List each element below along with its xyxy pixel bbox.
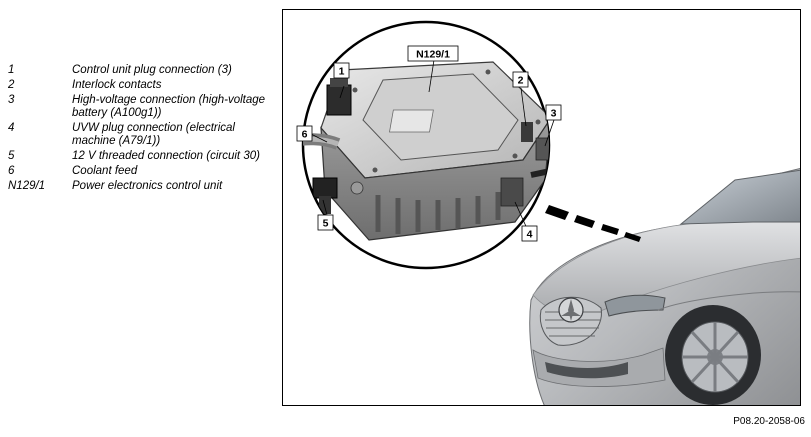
legend-row-5: 5 12 V threaded connection (circuit 30) bbox=[8, 150, 278, 163]
callout-6: 6 bbox=[296, 125, 313, 142]
svg-text:4: 4 bbox=[527, 229, 533, 241]
legend-row-7: N129/1 Power electronics control unit bbox=[8, 180, 278, 193]
svg-text:2: 2 bbox=[518, 75, 524, 87]
legend-row-4: 4 UVW plug connection (electrical machin… bbox=[8, 122, 278, 148]
callout-2: 2 bbox=[512, 71, 529, 88]
legend: 1 Control unit plug connection (3) 2 Int… bbox=[8, 64, 278, 195]
legend-key: 1 bbox=[8, 64, 15, 76]
legend-row-3: 3 High-voltage connection (high-voltage … bbox=[8, 94, 278, 120]
legend-key: 5 bbox=[8, 150, 15, 162]
svg-text:5: 5 bbox=[323, 218, 329, 230]
callout-main-n129-1: N129/1 bbox=[407, 45, 459, 62]
legend-text: Interlock contacts bbox=[72, 79, 162, 91]
legend-text: High-voltage connection (high-voltage ba… bbox=[72, 94, 266, 119]
legend-row-1: 1 Control unit plug connection (3) bbox=[8, 64, 278, 77]
svg-text:6: 6 bbox=[302, 129, 308, 141]
legend-key: 6 bbox=[8, 165, 15, 177]
legend-key: N129/1 bbox=[8, 180, 46, 192]
legend-text: 12 V threaded connection (circuit 30) bbox=[72, 150, 260, 162]
svg-text:3: 3 bbox=[551, 108, 557, 120]
plug-connector bbox=[326, 84, 352, 116]
legend-text: UVW plug connection (electrical machine … bbox=[72, 122, 235, 147]
svg-text:1: 1 bbox=[339, 66, 345, 78]
callout-5: 5 bbox=[317, 214, 334, 231]
legend-text: Power electronics control unit bbox=[72, 180, 223, 192]
callout-1: 1 bbox=[333, 62, 350, 79]
callout-4: 4 bbox=[521, 225, 538, 242]
pointer-dashes bbox=[545, 205, 641, 242]
illustration-frame: 1 N129/1 2 3 4 5 bbox=[282, 9, 801, 406]
callout-3: 3 bbox=[545, 104, 562, 121]
legend-text: Coolant feed bbox=[72, 165, 138, 177]
legend-key: 2 bbox=[8, 79, 15, 91]
power-electronics-unit bbox=[303, 61, 549, 241]
legend-key: 4 bbox=[8, 122, 15, 134]
illustration: 1 N129/1 2 3 4 5 bbox=[296, 20, 800, 405]
car-illustration bbox=[529, 167, 800, 405]
legend-row-2: 2 Interlock contacts bbox=[8, 79, 278, 92]
legend-key: 3 bbox=[8, 94, 15, 106]
magnifier: 1 N129/1 2 3 4 5 bbox=[296, 20, 562, 270]
legend-row-6: 6 Coolant feed bbox=[8, 165, 278, 178]
legend-text: Control unit plug connection (3) bbox=[72, 64, 232, 76]
reference-code: P08.20-2058-06 bbox=[733, 416, 805, 427]
svg-text:N129/1: N129/1 bbox=[416, 49, 450, 61]
